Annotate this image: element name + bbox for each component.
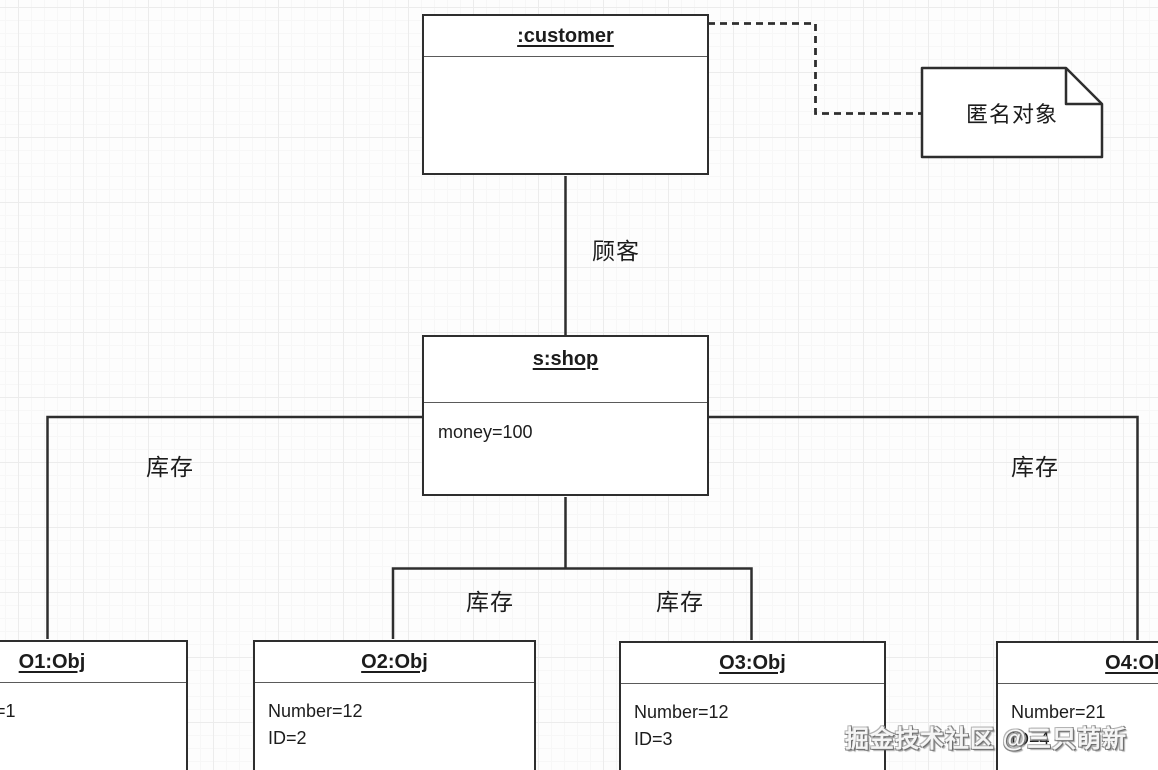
edge-shop-o2-o3	[391, 567, 753, 640]
object-title: s:shop	[424, 337, 707, 403]
object-box-o3: O3:Obj Number=12 ID=3	[619, 641, 886, 770]
attribute-line: ID=4	[1011, 729, 1050, 749]
edge-shop-o4	[709, 415, 1139, 640]
object-title: O4:Obj	[998, 643, 1158, 684]
object-box-o1: O1:Obj Number=1	[0, 640, 188, 770]
note-fold-icon	[1064, 68, 1102, 106]
object-title: O3:Obj	[621, 643, 884, 684]
edge-shop-o1	[46, 415, 422, 639]
edge-label-customer: 顾客	[592, 238, 640, 264]
object-box-customer: :customer	[422, 14, 709, 175]
object-box-o2: O2:Obj Number=12 ID=2	[253, 640, 536, 770]
object-box-o4: O4:Obj Number=21 ID=4	[996, 641, 1158, 770]
edge-label-stock-right: 库存	[1011, 454, 1059, 480]
attribute-line: Number=12	[634, 702, 729, 722]
object-title: O2:Obj	[255, 642, 534, 683]
object-body	[424, 57, 707, 87]
note-shape	[920, 66, 1104, 159]
edge-label-stock-center-left: 库存	[466, 589, 514, 615]
note-label: 匿名对象	[965, 101, 1058, 127]
object-body: Number=12 ID=2	[255, 683, 534, 767]
object-body: Number=1	[0, 683, 186, 740]
attribute-line: ID=3	[634, 729, 673, 749]
object-title: :customer	[424, 16, 707, 57]
attribute-line: Number=21	[1011, 702, 1106, 722]
object-body: Number=21 ID=4	[998, 684, 1158, 768]
edge-label-stock-center-right: 库存	[656, 589, 704, 615]
object-body: money=100	[424, 403, 707, 461]
attribute-line: Number=12	[268, 701, 363, 721]
watermark: 掘金技术社区 @三只萌新	[845, 726, 1128, 753]
object-box-shop: s:shop money=100	[422, 335, 709, 496]
edge-label-stock-left: 库存	[146, 454, 194, 480]
object-title: O1:Obj	[0, 642, 186, 683]
edge-customer-note-dashed	[684, 22, 921, 115]
attribute-line: ID=2	[268, 728, 307, 748]
object-body: Number=12 ID=3	[621, 684, 884, 768]
attribute-line: money=100	[438, 422, 533, 442]
attribute-line: Number=1	[0, 701, 16, 721]
